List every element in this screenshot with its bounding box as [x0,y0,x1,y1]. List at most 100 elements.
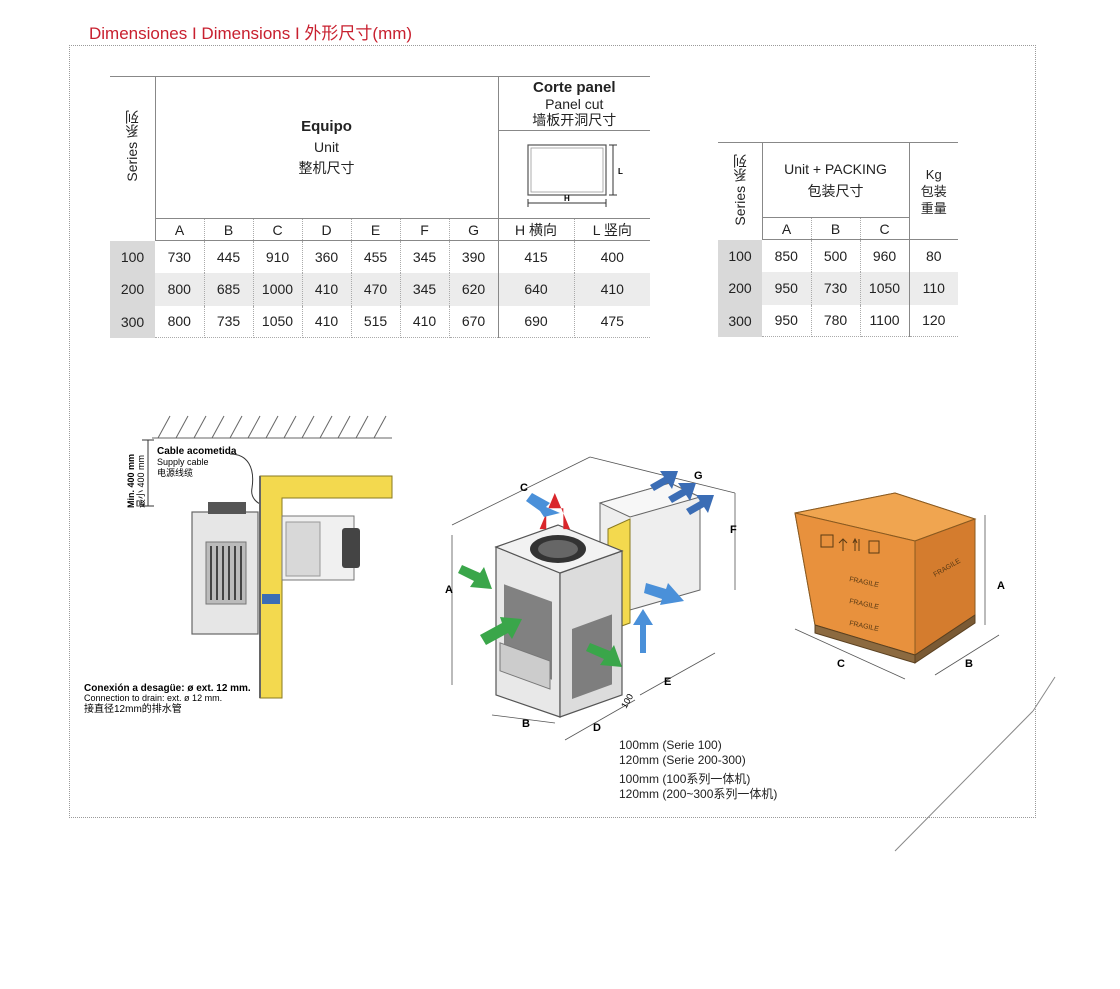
air-up-arrow-icon [633,609,653,653]
table-cell: 685 [204,272,254,306]
service-panel [499,642,551,690]
table-cell: 500 [811,239,861,272]
air-out-arrow-icon [686,495,714,515]
table-cell: 730 [811,271,861,305]
table-cell: 780 [811,304,861,337]
kg-header: Kg [925,166,942,182]
corte-panel-header: Corte panel [533,78,616,96]
box-dim-c: C [837,658,845,670]
packing-header: Unit + PACKING [784,161,887,177]
installation-diagram: Min. 400 mm 最小 400 mm Cable acometida Su… [84,415,393,715]
notes-block: 100mm (Serie 100) 120mm (Serie 200-300) … [619,738,777,802]
table-cell: 345 [400,240,450,273]
table-cell: 120 [909,304,958,337]
col-header: F [400,218,450,241]
note-line: 100mm (Serie 100) [619,738,722,752]
min-label-cn: 最小 400 mm [136,455,146,508]
dim-label-d: D [593,722,601,734]
table-cell: 850 [762,239,812,272]
series-label: Series 系列 [124,110,141,183]
box-dim-b: B [965,658,973,670]
col-header: A [155,218,205,241]
series-cell: 300 [718,304,762,337]
drain-label-en: Connection to drain: ext. ø 12 mm. [84,693,222,703]
cable-label-cn: 电源线缆 [157,467,193,478]
table-cell: 670 [449,305,499,338]
air-out-arrow-icon [650,471,678,491]
col-header: A [762,217,812,240]
drain-label-cn: 接直径12mm的排水管 [84,702,182,715]
col-header: E [351,218,401,241]
series-label: Series 系列 [731,153,748,226]
drain-label-es: Conexión a desagüe: ø ext. 12 mm. [84,683,251,694]
col-header: D [302,218,352,241]
table-cell: 800 [155,272,205,306]
evaporator-fan [342,528,360,568]
table-row: 200 800 685 1000 410 470 345 620 640 410 [110,272,651,306]
unit-header-cn: 整机尺寸 [298,160,355,176]
col-header: L 竖向 [574,218,651,241]
col-header: B [204,218,254,241]
table-cell: 960 [860,239,910,272]
series-cell: 200 [110,272,155,306]
dim-label-c: C [520,482,528,494]
box-dim-a: A [997,580,1005,592]
air-return-arrow-icon [644,583,684,605]
series-cell: 200 [718,271,762,305]
series-cell: 100 [718,239,762,272]
table-cell: 950 [762,304,812,337]
content-frame [69,45,1036,818]
kg-header-cn: 包装重量 [920,183,947,216]
table-cell: 735 [204,305,254,338]
min-label: Min. 400 mm [126,454,136,508]
unit-grille [205,541,247,605]
table-row: 200 950 730 1050 110 [718,271,958,305]
air-in-arrow-icon [526,493,560,517]
col-header: H 横向 [498,218,575,241]
panel-cut-header: Panel cut [545,95,604,112]
dim-label-f: F [730,524,737,536]
dim-label-e: E [664,676,671,688]
note-line: 100mm (100系列一体机) [619,772,751,786]
unit-top-cap [208,502,246,514]
note-line: 120mm (200~300系列一体机) [619,787,778,801]
dim-label-g: G [694,470,703,482]
panel-h-mark: H [564,194,570,203]
table-cell: 1000 [253,272,303,306]
cable-label-es: Cable acometida [157,446,237,457]
table-cell: 800 [155,305,205,338]
table-cell: 455 [351,240,401,273]
table-cell: 950 [762,271,812,305]
table-cell: 1100 [860,304,910,337]
table-cell: 690 [498,305,575,338]
col-header: G [449,218,499,241]
table-cell: 640 [498,272,575,306]
equipo-header: Equipo [301,118,352,135]
ceiling-hatch [152,415,392,439]
air-in-front-arrow-icon [480,617,522,645]
table-cell: 110 [909,271,958,305]
unit-iso-diagram: C A B D E F G 100 [445,456,737,741]
cable-label-en: Supply cable [157,457,209,467]
table-row: 300 950 780 1100 120 [718,304,958,337]
table-cell: 360 [302,240,352,273]
table-cell: 515 [351,305,401,338]
unit-header: Unit [314,139,339,155]
table-cell: 445 [204,240,254,273]
table-cell: 410 [302,305,352,338]
table-row: 100 850 500 960 80 [718,239,958,272]
table-row: 300 800 735 1050 410 515 410 670 690 475 [110,305,651,338]
panel-l-mark: L [618,167,623,176]
panel-cut-header-cn: 墙板开洞尺寸 [532,111,617,128]
series-cell: 100 [110,240,155,273]
air-in-right-arrow-icon [586,643,622,667]
dim-label-b: B [522,718,530,730]
table-cell: 620 [449,272,499,306]
table-cell: 415 [498,240,575,273]
evaporator-coil [285,521,321,577]
table-cell: 1050 [253,305,303,338]
col-header: C [253,218,303,241]
table-cell: 470 [351,272,401,306]
table-cell: 80 [925,247,942,264]
table-cell: 910 [253,240,303,273]
